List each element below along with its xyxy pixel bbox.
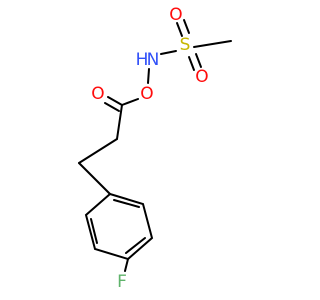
bond-sulfur-oxygen-bottom-b [195,53,202,68]
bond-carbonyl-double-a [107,96,123,106]
molecule-structure-diagram: O S O H N O O F [78,5,232,292]
carbonyl-oxygen-label: O [91,84,104,104]
bond-sulfur-oxygen-bottom-a [188,56,195,71]
bond-ch2-ring [78,162,111,195]
ring-double-bond-2 [125,237,146,254]
nh-hydrogen-label: H [136,50,149,70]
nitrogen-label: N [147,50,160,70]
sulfur-label: S [180,35,191,55]
bond-ch2-ch2 [78,138,118,164]
ring-double-bond-3 [90,218,98,244]
ester-oxygen-label: O [140,84,153,104]
bond-nitrogen-sulfur [160,50,177,55]
bond-nitrogen-oxygen [147,68,150,84]
bond-ring-fluorine [124,258,129,272]
bond-methyl-sulfur [193,40,232,48]
fluorine-label: F [117,272,127,292]
sulfonyl-oxygen-top-label: O [169,5,182,25]
bond-sulfur-oxygen-top-a [176,22,183,37]
benzene-ring [84,192,154,261]
sulfonyl-oxygen-bottom-label: O [195,67,208,87]
bond-carbonyl-double-b [104,102,120,112]
ring-double-bond-1 [113,199,140,208]
bond-oxygen-carbonyl-carbon [121,98,139,106]
bond-carbonyl-ch2 [116,104,123,140]
bond-sulfur-oxygen-top-b [183,19,190,34]
